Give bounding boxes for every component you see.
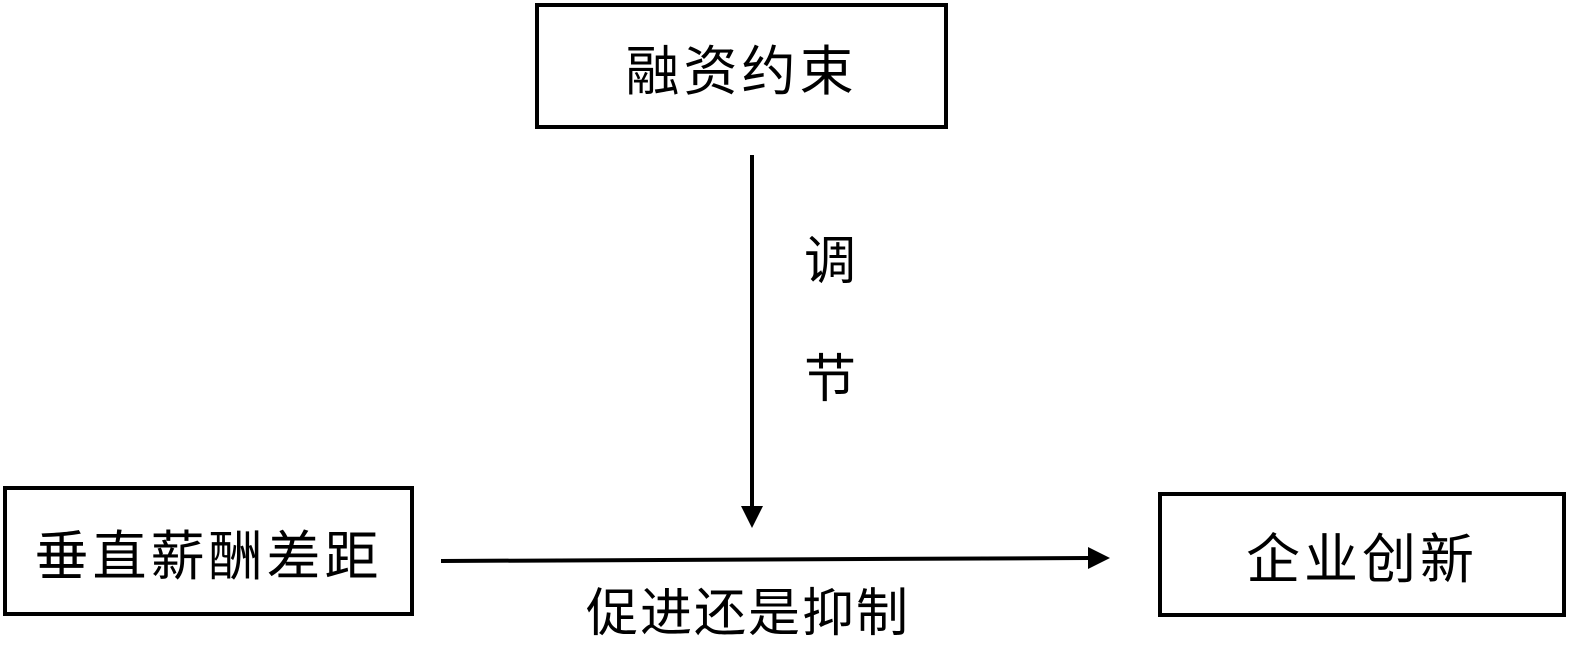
node-financing-constraint-label: 融资约束 bbox=[625, 39, 858, 103]
node-enterprise-innovation-label: 企业创新 bbox=[1246, 528, 1478, 591]
node-vertical-pay-gap: 垂直薪酬差距 bbox=[3, 486, 414, 616]
node-enterprise-innovation: 企业创新 bbox=[1158, 492, 1566, 617]
node-financing-constraint: 融资约束 bbox=[535, 3, 948, 129]
main-effect-arrow bbox=[440, 547, 1110, 569]
moderation-label-char-1: 调 bbox=[804, 232, 857, 292]
moderation-label-char-2: 节 bbox=[804, 350, 857, 410]
moderation-label: 调 节 bbox=[804, 236, 856, 406]
moderation-arrow bbox=[741, 155, 763, 528]
main-effect-label: 促进还是抑制 bbox=[586, 584, 911, 644]
node-vertical-pay-gap-label: 垂直薪酬差距 bbox=[34, 524, 383, 588]
